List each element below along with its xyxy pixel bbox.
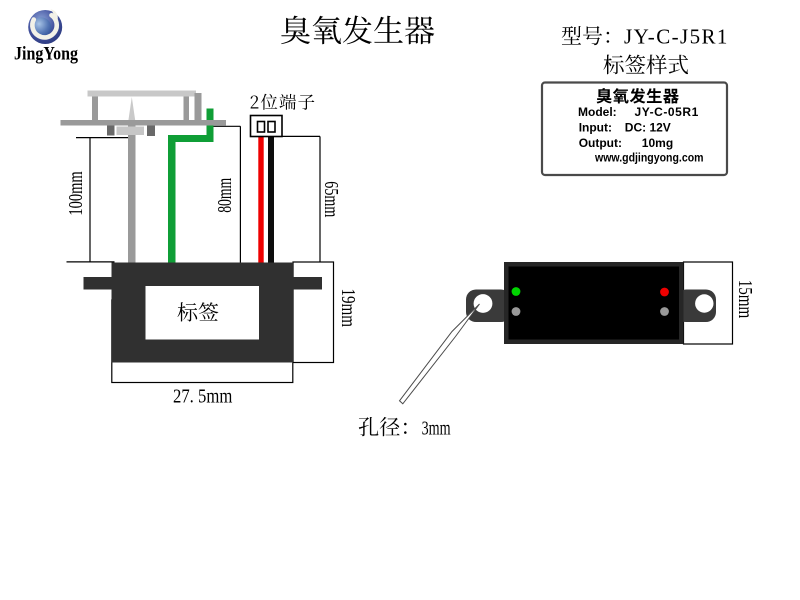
svg-text:JingYong: JingYong [14, 43, 78, 64]
svg-text:15mm: 15mm [734, 280, 756, 319]
svg-text:Model:: Model: [578, 105, 617, 119]
svg-text:65mm: 65mm [320, 181, 342, 217]
svg-text:80mm: 80mm [214, 178, 236, 213]
svg-text:Output:: Output: [579, 136, 622, 150]
svg-text:19mm: 19mm [337, 288, 359, 327]
svg-text:10mg: 10mg [642, 136, 673, 150]
svg-text:www.gdjingyong.com: www.gdjingyong.com [594, 153, 703, 165]
svg-text:JY-C-J5R1: JY-C-J5R1 [624, 25, 729, 49]
svg-text:100mm: 100mm [65, 171, 87, 216]
svg-text:3mm: 3mm [422, 417, 451, 439]
svg-text:JY-C-05R1: JY-C-05R1 [635, 105, 699, 119]
svg-text:27. 5mm: 27. 5mm [173, 386, 233, 408]
svg-text:Input:: Input: [579, 120, 612, 134]
svg-text:DC: 12V: DC: 12V [625, 120, 671, 134]
